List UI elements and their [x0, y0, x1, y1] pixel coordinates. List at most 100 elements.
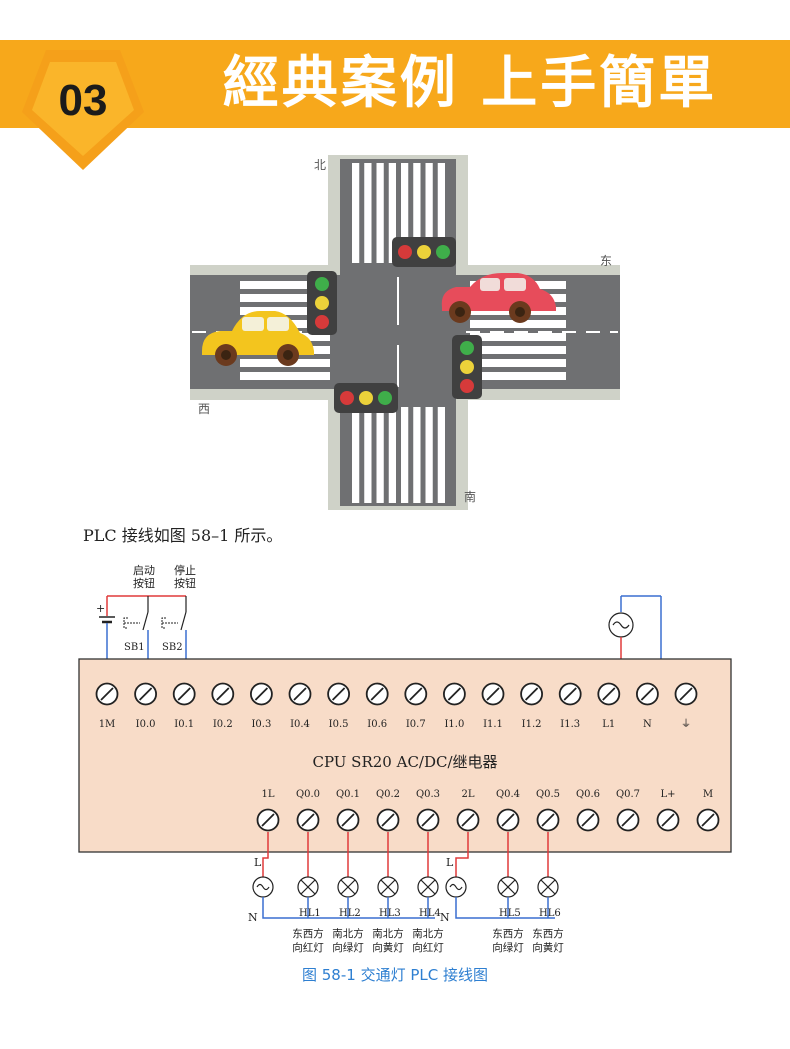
- start-button-label-2: 按钮: [133, 576, 155, 590]
- lamp-id: HL2: [339, 908, 361, 919]
- number-badge: 03: [18, 48, 148, 177]
- sb1-label: SB1: [124, 642, 145, 653]
- input-terminal: ⏚: [674, 682, 698, 730]
- lamp-desc-line1: 南北方: [332, 927, 364, 940]
- input-terminal-label: I0.6: [367, 719, 387, 730]
- lamp-desc-line2: 向绿灯: [492, 941, 524, 954]
- input-terminal: I1.2: [520, 682, 543, 730]
- output-terminal-label: Q0.3: [416, 789, 440, 800]
- lane-divider-lines: [192, 277, 618, 387]
- figure-caption: 图 58-1 交通灯 PLC 接线图: [302, 966, 488, 984]
- output-terminal-label: Q0.4: [496, 789, 520, 800]
- output-terminal-label: Q0.1: [336, 789, 360, 800]
- lamp-id: HL4: [419, 908, 441, 919]
- traffic-light-east: [452, 335, 482, 399]
- N-label-1: N: [248, 911, 258, 924]
- lamp-labels: HL1东西方向红灯HL2南北方向绿灯HL3南北方向黄灯HL4南北方向红灯HL5东…: [292, 908, 564, 954]
- input-terminal: I0.3: [249, 682, 273, 730]
- input-terminal: I0.2: [211, 682, 235, 730]
- traffic-light-north: [392, 237, 456, 267]
- input-terminal-label: ⏚: [681, 718, 691, 730]
- ac-supply: [608, 595, 662, 690]
- yellow-car: [202, 311, 314, 366]
- stop-button-label-2: 按钮: [174, 576, 196, 590]
- crosswalk-north: [352, 163, 445, 263]
- input-terminal-label: I0.7: [406, 719, 426, 730]
- lamp-desc-line2: 向绿灯: [332, 941, 364, 954]
- output-terminal: Q0.7: [616, 789, 640, 832]
- N-label-2: N: [440, 911, 450, 924]
- lamp-desc-line1: 南北方: [412, 927, 444, 940]
- stop-button-label-1: 停止: [174, 563, 196, 577]
- input-terminal-label: I0.4: [290, 719, 310, 730]
- output-terminal: 2L: [456, 789, 480, 832]
- intersection-illustration: 北 东 西 南: [190, 155, 620, 510]
- input-terminal-label: I1.0: [444, 719, 464, 730]
- input-terminal: I0.5: [327, 682, 351, 730]
- input-terminal-label: I0.5: [329, 719, 349, 730]
- input-terminal-label: I0.3: [251, 719, 271, 730]
- intro-text: PLC 接线如图 58–1 所示。: [83, 526, 283, 545]
- input-terminal-label: I0.0: [136, 719, 156, 730]
- input-terminal-label: 1M: [99, 719, 116, 730]
- output-terminal: 1L: [256, 789, 280, 832]
- lamp-id: HL1: [299, 908, 321, 919]
- cpu-label: CPU SR20 AC/DC/继电器: [312, 753, 497, 771]
- output-terminal: L+: [656, 789, 680, 832]
- lamp-desc-line2: 向黄灯: [532, 941, 564, 954]
- start-button-label-1: 启动: [133, 564, 155, 577]
- output-terminal-label: Q0.0: [296, 789, 320, 800]
- L-label-1: L: [254, 856, 262, 869]
- output-terminal-label: Q0.5: [536, 789, 560, 800]
- input-terminal: L1: [597, 682, 621, 730]
- output-terminal-row: 1L Q0.0 Q0.1 Q0.2 Q0.3 2L Q0.4 Q0.5 Q0.6 Q0.7 L+ M: [256, 789, 720, 832]
- badge-number: 03: [58, 76, 108, 125]
- output-terminal: Q0.4: [496, 789, 520, 832]
- input-terminal-label: I1.3: [560, 719, 580, 730]
- output-terminal-label: M: [703, 789, 713, 800]
- output-terminal: Q0.0: [296, 789, 320, 832]
- input-terminal: I0.1: [172, 682, 196, 730]
- label-east: 东: [600, 254, 612, 268]
- input-terminal: 1M: [95, 682, 119, 730]
- label-south: 南: [464, 489, 476, 504]
- output-terminal-label: 2L: [461, 789, 474, 800]
- banner-title: 經典案例 上手簡單: [222, 51, 718, 116]
- sb2-label: SB2: [162, 642, 183, 653]
- plc-wiring-diagram: 启动 按钮 停止 按钮 + SB1 SB2 CPU SR20 AC/DC/继电器…: [78, 563, 732, 954]
- lamp-desc-line1: 东西方: [532, 927, 564, 940]
- input-terminal: I0.0: [134, 682, 158, 730]
- lamp-id: HL5: [499, 908, 521, 919]
- input-terminal: N: [636, 682, 659, 730]
- input-terminal: I1.3: [558, 682, 582, 730]
- input-terminal: I1.1: [481, 682, 505, 730]
- plus-sign: +: [96, 602, 105, 615]
- output-terminal: M: [696, 789, 720, 832]
- output-terminal-label: 1L: [261, 789, 274, 800]
- label-west: 西: [198, 402, 210, 416]
- input-terminal-label: I0.1: [174, 719, 194, 730]
- lamp-desc-line1: 东西方: [292, 927, 324, 940]
- L-label-2: L: [446, 856, 454, 869]
- output-terminal: Q0.3: [416, 789, 440, 832]
- input-terminal: I0.6: [365, 682, 389, 730]
- output-terminal-label: L+: [660, 789, 675, 800]
- input-terminal: I0.7: [404, 682, 428, 730]
- output-terminal-label: Q0.7: [616, 789, 640, 800]
- lamp-desc-line2: 向黄灯: [372, 941, 404, 954]
- traffic-light-west: [307, 271, 337, 335]
- output-terminal: Q0.1: [336, 789, 360, 832]
- input-terminal-label: N: [643, 719, 652, 730]
- red-car: [441, 273, 556, 323]
- output-terminal: Q0.2: [376, 789, 400, 832]
- crosswalk-south: [352, 407, 445, 503]
- input-terminal-label: I1.1: [483, 719, 503, 730]
- lamp-desc-line2: 向红灯: [292, 941, 324, 954]
- output-terminal-label: Q0.6: [576, 789, 600, 800]
- input-terminal-label: I1.2: [522, 719, 542, 730]
